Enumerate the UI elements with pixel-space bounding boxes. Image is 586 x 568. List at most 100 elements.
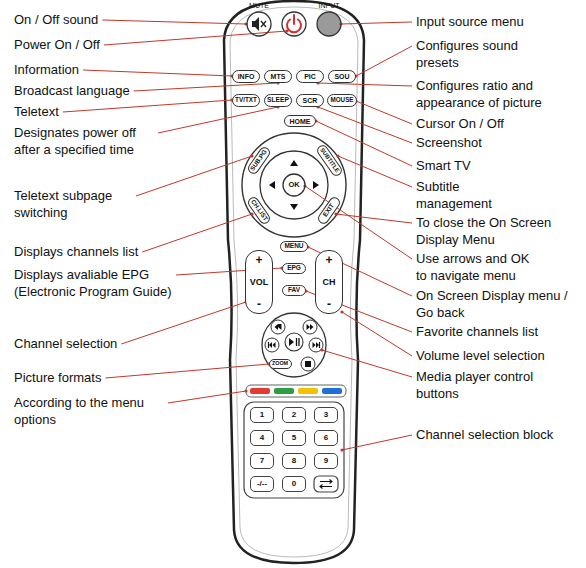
button-label: SOU bbox=[334, 73, 349, 80]
number-key: 8 bbox=[282, 453, 306, 469]
button-outline bbox=[247, 12, 271, 36]
button-label: PIC bbox=[304, 73, 316, 80]
rocker-button: +VOL- bbox=[245, 250, 273, 314]
leader-line bbox=[318, 83, 412, 86]
pill-button: MTS bbox=[264, 70, 292, 83]
button-label: MUTE bbox=[249, 2, 269, 9]
round-button: MUTE bbox=[247, 12, 271, 36]
forward-icon bbox=[310, 324, 314, 330]
pill-button: SLEEP bbox=[264, 94, 292, 107]
leader-dot bbox=[320, 348, 323, 351]
media-ring bbox=[262, 313, 326, 377]
arrow-down bbox=[290, 204, 298, 210]
button-label: 6 bbox=[324, 434, 328, 442]
callout-label: Configures sound presets bbox=[416, 37, 556, 71]
leader-line bbox=[342, 435, 412, 450]
pill-button: TV/TXT bbox=[232, 94, 260, 107]
pill-button: SOU bbox=[328, 70, 356, 83]
button-label: + bbox=[325, 254, 332, 266]
leader-line bbox=[341, 22, 412, 24]
button-label: MOUSE bbox=[330, 97, 353, 103]
power-icon bbox=[287, 15, 301, 32]
number-key: 4 bbox=[250, 430, 274, 446]
pill-button: HOME bbox=[284, 115, 316, 127]
next-icon bbox=[319, 342, 320, 348]
green-key bbox=[274, 388, 294, 394]
arrow-left bbox=[269, 181, 275, 189]
callout-label: Cursor On / Off bbox=[416, 115, 504, 132]
button-circle bbox=[317, 12, 341, 36]
button-label: 3 bbox=[324, 411, 328, 419]
leader-line bbox=[104, 31, 287, 45]
leader-line bbox=[168, 391, 246, 403]
button-label: SLEEP bbox=[267, 97, 289, 104]
leader-line bbox=[134, 83, 278, 91]
callout-label: Volume level selection bbox=[416, 347, 545, 364]
leader-dot bbox=[340, 310, 343, 313]
callout-label: To close the On Screen Display Menu bbox=[416, 214, 576, 248]
previous-icon bbox=[269, 342, 272, 348]
button-label: VOL bbox=[250, 278, 269, 287]
previous-icon bbox=[268, 342, 269, 348]
mute-icon bbox=[252, 17, 259, 31]
yellow-key bbox=[298, 388, 318, 394]
arrow-up bbox=[290, 160, 298, 166]
button-label: MENU bbox=[284, 243, 303, 250]
next-icon bbox=[316, 342, 319, 348]
leader-line bbox=[83, 70, 232, 76]
rewind-icon bbox=[275, 324, 282, 330]
callout-label: Channel selection block bbox=[416, 426, 553, 443]
callout-label: Teletext bbox=[14, 103, 59, 120]
pill-button: ZOOM bbox=[269, 359, 292, 369]
swap-key bbox=[314, 476, 338, 492]
button-label: MTS bbox=[271, 73, 286, 80]
number-key: 7 bbox=[250, 453, 274, 469]
forward-button bbox=[303, 320, 317, 334]
callout-label: Use arrows and OK to navigate menu bbox=[416, 250, 541, 284]
leader-line bbox=[102, 20, 246, 24]
callout-label: Broadcast language bbox=[14, 82, 130, 99]
button-label: TV/TXT bbox=[235, 97, 257, 103]
callout-label: According to the menu options bbox=[14, 394, 164, 428]
nav-ring bbox=[242, 133, 346, 237]
leader-line bbox=[158, 107, 278, 133]
button-circle bbox=[247, 12, 271, 36]
pill-button: INFO bbox=[232, 70, 260, 83]
button-label: INFO bbox=[238, 73, 255, 80]
number-key: 1 bbox=[250, 407, 274, 423]
button-label: - bbox=[327, 298, 331, 310]
round-button: OK bbox=[283, 174, 305, 196]
leader-dot bbox=[340, 448, 343, 451]
button-label: 0 bbox=[292, 480, 296, 488]
play-button bbox=[285, 333, 303, 351]
callout-label: On / Off sound bbox=[14, 11, 98, 28]
leader-dot bbox=[244, 389, 247, 392]
number-key: 5 bbox=[282, 430, 306, 446]
number-key: 6 bbox=[314, 430, 338, 446]
callout-label: On Screen Display menu / Go back bbox=[416, 287, 582, 321]
button-label: 2 bbox=[292, 411, 296, 419]
pill-button: MOUSE bbox=[327, 94, 357, 107]
pill-button: SCR bbox=[296, 94, 324, 107]
button-label: INPUT bbox=[319, 2, 340, 9]
leader-line bbox=[105, 364, 269, 378]
button-label: 9 bbox=[324, 457, 328, 465]
callout-label: Displays channels list bbox=[14, 243, 138, 260]
red-key bbox=[250, 388, 270, 394]
button-label: -/-- bbox=[257, 480, 267, 488]
button-label: HOME bbox=[290, 118, 311, 125]
stop-button bbox=[301, 357, 315, 371]
callout-label: Picture formats bbox=[14, 369, 101, 386]
callout-label: Displays avaliable EPG (Electronic Progr… bbox=[14, 266, 172, 300]
mute-cross bbox=[261, 21, 266, 27]
callout-label: Screenshot bbox=[416, 134, 482, 151]
button-outline bbox=[317, 12, 341, 36]
callout-label: Designates power off after a specified t… bbox=[14, 124, 154, 158]
leader-dot bbox=[285, 29, 288, 32]
leader-dot bbox=[334, 212, 337, 215]
number-block bbox=[244, 402, 344, 498]
pill-button: PIC bbox=[296, 70, 324, 83]
button-label: CH bbox=[323, 278, 336, 287]
leader-line bbox=[356, 101, 412, 124]
input-fill bbox=[317, 12, 341, 36]
